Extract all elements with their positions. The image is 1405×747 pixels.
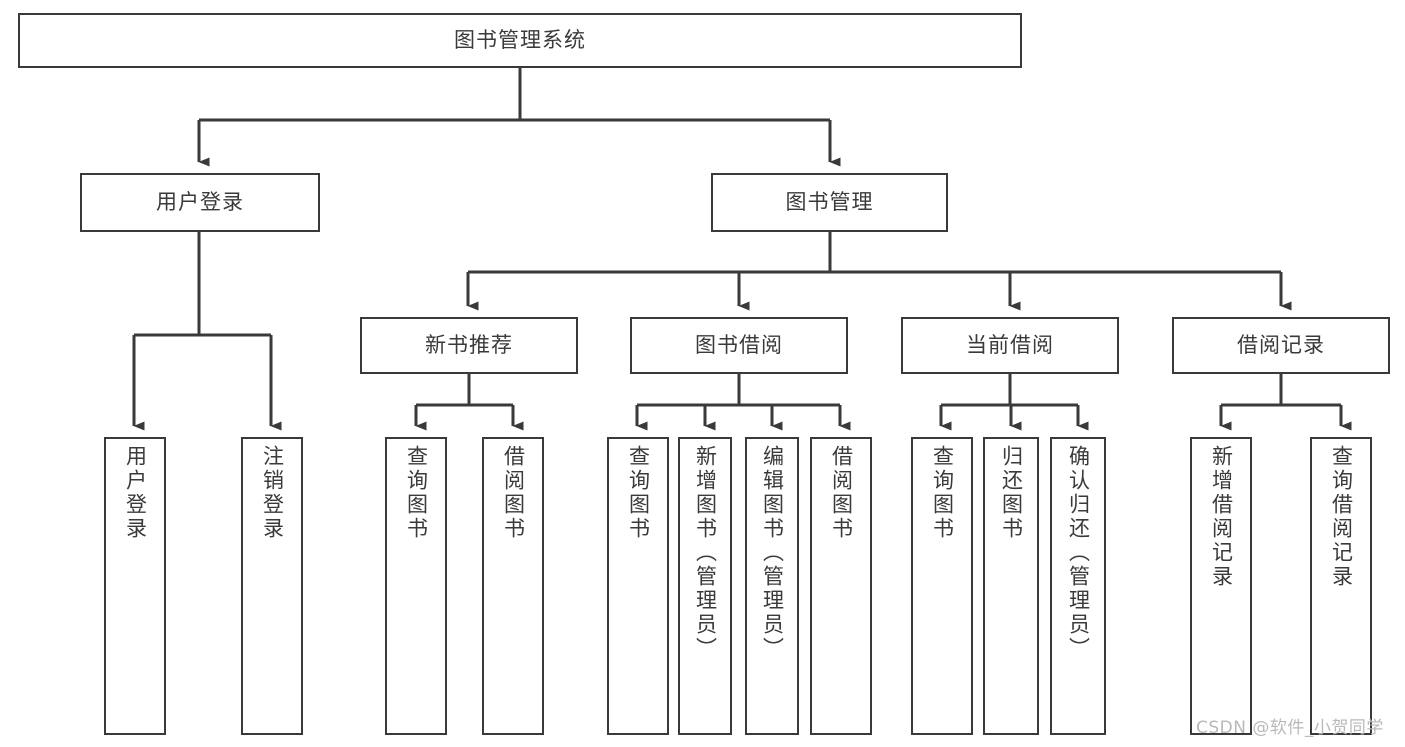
node-label: 新书推荐 xyxy=(425,332,513,357)
node-leaf-2[interactable]: 查询图书 xyxy=(385,437,447,735)
node-leaf-10[interactable]: 确认归还（管理员） xyxy=(1050,437,1106,735)
node-label: 用户登录 xyxy=(156,189,244,214)
node-label: 确认归还（管理员） xyxy=(1066,445,1091,661)
node-root-system[interactable]: 图书管理系统 xyxy=(18,13,1022,68)
node-label: 新增借阅记录 xyxy=(1209,445,1234,589)
node-label: 归还图书 xyxy=(999,445,1024,541)
node-level2-0[interactable]: 用户登录 xyxy=(80,173,320,232)
node-label: 图书管理系统 xyxy=(454,27,586,52)
node-leaf-12[interactable]: 查询借阅记录 xyxy=(1310,437,1372,735)
node-label: 查询借阅记录 xyxy=(1329,445,1354,589)
node-level3-1[interactable]: 图书借阅 xyxy=(630,317,848,374)
node-label: 借阅图书 xyxy=(501,445,526,541)
node-label: 编辑图书（管理员） xyxy=(760,445,785,661)
node-leaf-9[interactable]: 归还图书 xyxy=(983,437,1039,735)
node-leaf-8[interactable]: 查询图书 xyxy=(911,437,973,735)
node-leaf-7[interactable]: 借阅图书 xyxy=(810,437,872,735)
node-label: 注销登录 xyxy=(260,445,285,541)
node-leaf-6[interactable]: 编辑图书（管理员） xyxy=(745,437,799,735)
node-leaf-0[interactable]: 用户登录 xyxy=(104,437,166,735)
node-label: 新增图书（管理员） xyxy=(693,445,718,661)
node-label: 查询图书 xyxy=(626,445,651,541)
node-label: 查询图书 xyxy=(930,445,955,541)
node-level3-0[interactable]: 新书推荐 xyxy=(360,317,578,374)
node-label: 图书管理 xyxy=(785,189,874,214)
node-label: 查询图书 xyxy=(404,445,429,541)
node-label: 借阅记录 xyxy=(1237,332,1325,357)
node-leaf-5[interactable]: 新增图书（管理员） xyxy=(678,437,732,735)
node-level2-1[interactable]: 图书管理 xyxy=(711,173,948,232)
node-leaf-4[interactable]: 查询图书 xyxy=(607,437,669,735)
node-label: 借阅图书 xyxy=(829,445,854,541)
node-label: 用户登录 xyxy=(123,445,148,541)
node-leaf-1[interactable]: 注销登录 xyxy=(241,437,303,735)
node-label: 图书借阅 xyxy=(695,332,783,357)
node-label: 当前借阅 xyxy=(966,332,1054,357)
node-leaf-11[interactable]: 新增借阅记录 xyxy=(1190,437,1252,735)
node-level3-2[interactable]: 当前借阅 xyxy=(901,317,1119,374)
node-leaf-3[interactable]: 借阅图书 xyxy=(482,437,544,735)
node-level3-3[interactable]: 借阅记录 xyxy=(1172,317,1390,374)
